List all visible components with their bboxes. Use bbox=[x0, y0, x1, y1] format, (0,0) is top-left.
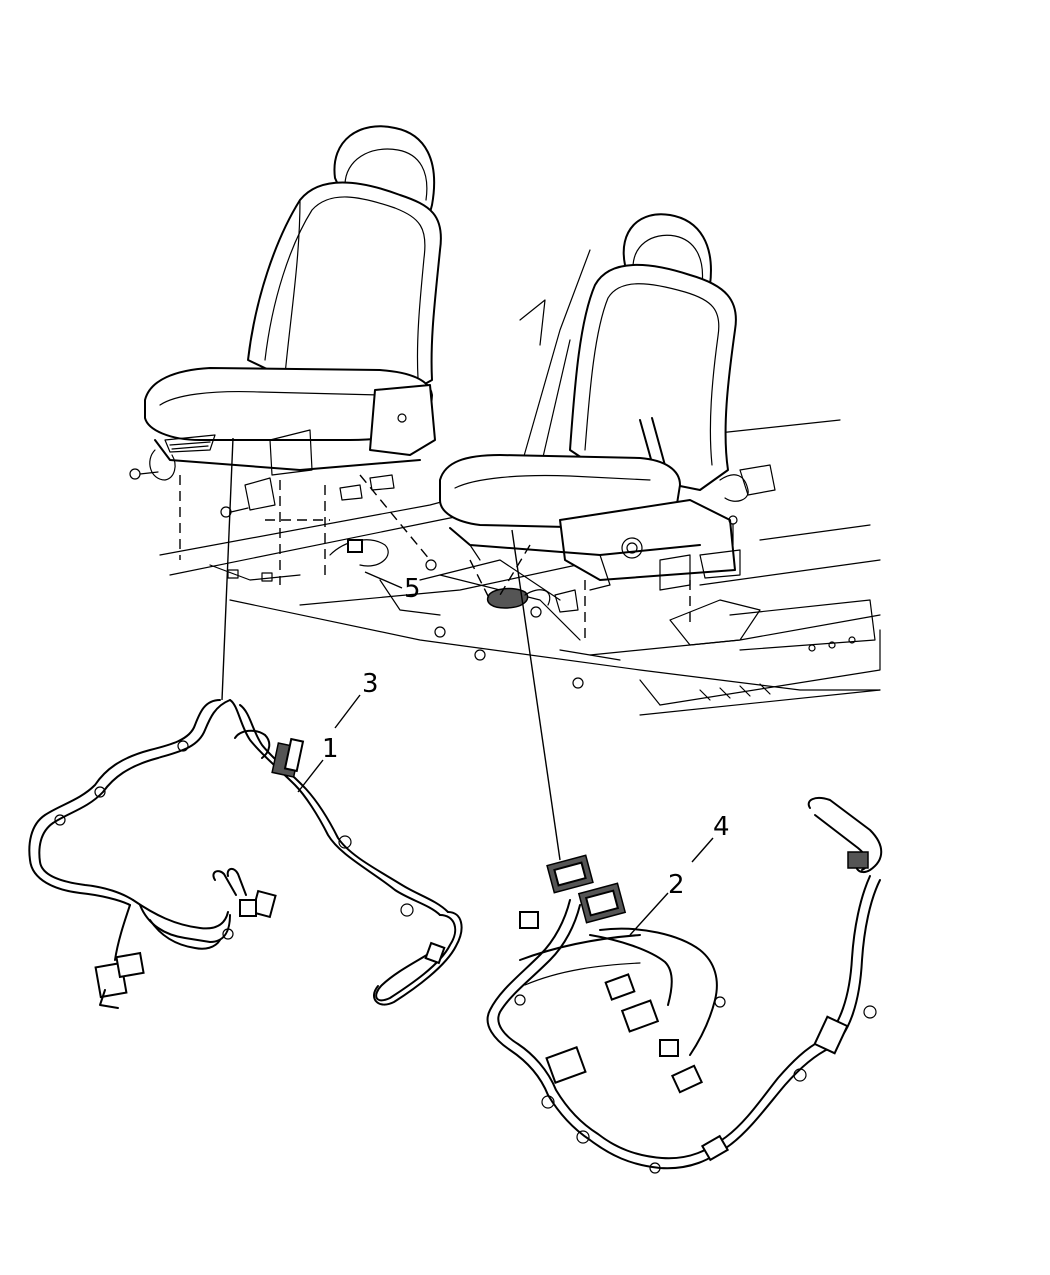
leader-right-seat bbox=[511, 529, 561, 861]
right-seat bbox=[439, 213, 749, 618]
leader-item-4 bbox=[691, 837, 714, 863]
callout-1: 1 bbox=[322, 734, 339, 764]
leader-item-3 bbox=[334, 694, 361, 729]
leader-lines bbox=[221, 437, 714, 936]
callout-2: 2 bbox=[668, 870, 685, 900]
left-seat-wire-harness bbox=[28, 699, 463, 1009]
leader-item-5 bbox=[364, 571, 403, 589]
leader-item-1 bbox=[297, 759, 324, 793]
callout-3: 3 bbox=[362, 669, 379, 699]
left-seat bbox=[129, 125, 442, 571]
right-seat-wire-harness bbox=[486, 797, 883, 1174]
leader-left-seat bbox=[221, 437, 234, 701]
callout-5: 5 bbox=[404, 574, 421, 604]
mounting-lines bbox=[179, 474, 691, 640]
callouts: 3 1 5 4 2 bbox=[322, 574, 730, 900]
leader-item-2 bbox=[629, 892, 669, 936]
callout-4: 4 bbox=[713, 812, 730, 842]
